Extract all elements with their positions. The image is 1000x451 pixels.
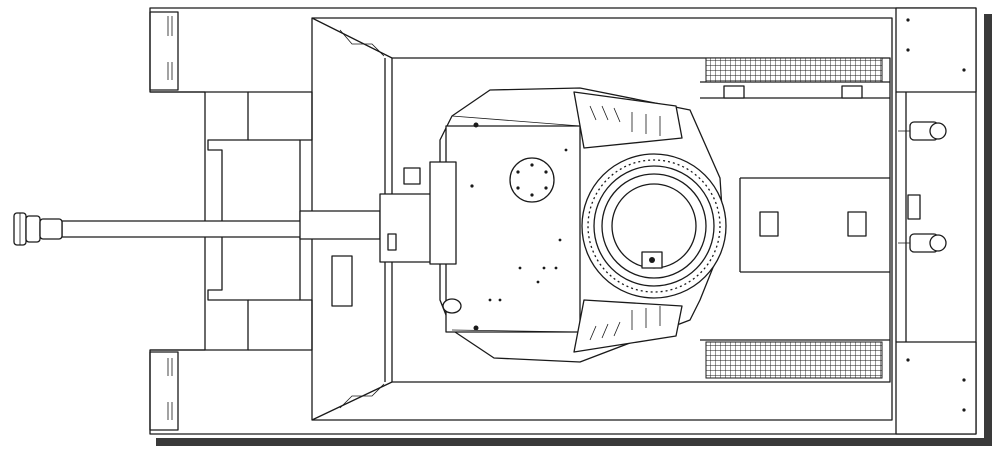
main-gun	[13, 193, 437, 307]
deck-hatch-handle	[759, 211, 779, 237]
deck-hatch-handle	[841, 85, 863, 99]
exhaust-muffler	[898, 121, 947, 141]
engine-grille-bottom	[705, 341, 883, 379]
exhaust-muffler	[898, 233, 947, 253]
gun-barrel	[61, 220, 303, 238]
engine-grille-top	[705, 57, 883, 83]
gun-mantlet	[299, 210, 381, 240]
turret-hatch-small	[509, 157, 555, 203]
gun-mantlet-front	[379, 193, 437, 263]
deck-hatch-handle	[847, 211, 867, 237]
turret-side-armor-box	[573, 91, 683, 149]
commander-cupola	[581, 153, 727, 299]
engine-deck	[700, 57, 890, 379]
deck-hatch-handle	[723, 85, 745, 99]
turret-side-armor-box	[573, 299, 683, 353]
muzzle-brake	[13, 212, 63, 246]
rear-plates	[895, 7, 977, 435]
turret	[403, 87, 725, 363]
